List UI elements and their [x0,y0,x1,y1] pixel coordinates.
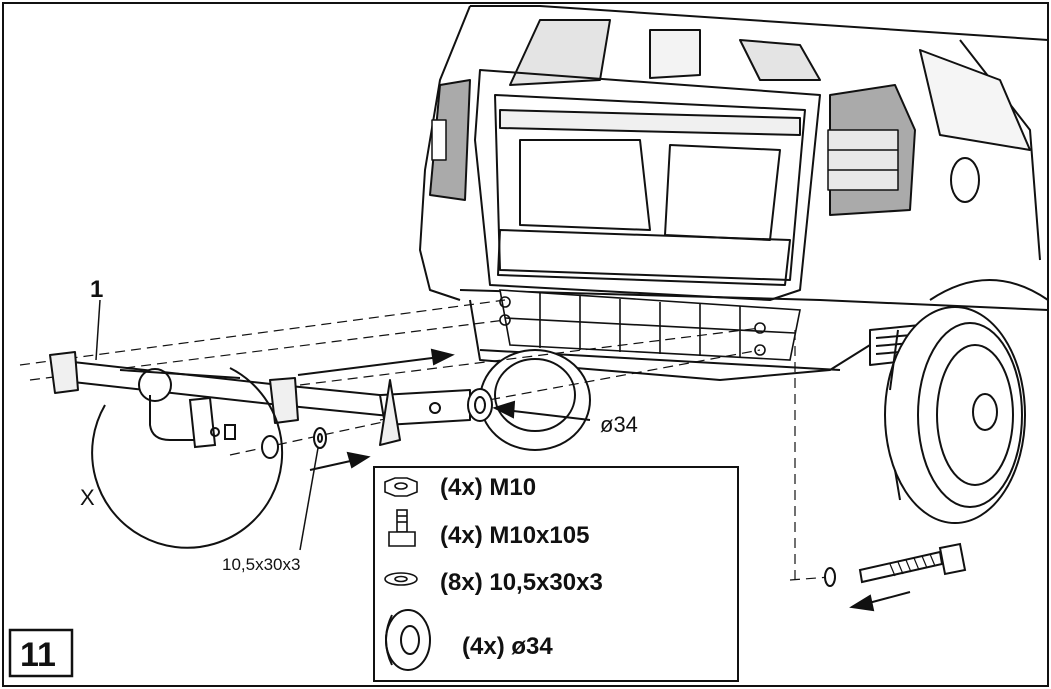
tow-bar [49,351,471,446]
large-washer-diameter-label: ø34 [600,412,638,437]
step-number: 11 [20,636,56,674]
washer-size-label: 10,5x30x3 [222,555,300,574]
parts-list-item-nut: (4x) M10 [440,474,536,501]
large-washer [467,388,493,422]
part-number-label: 1 [90,276,103,303]
chassis-frame [499,289,801,361]
parts-list-item-bolt: (4x) M10x105 [440,522,589,549]
leader-lines [95,299,319,551]
bolt-icon [388,509,416,547]
rear-wheel [884,306,1026,524]
nut-icon [384,477,418,497]
detail-label: X [80,485,95,510]
parts-list-item-large-washer: (4x) ø34 [462,633,553,660]
detail-circle [91,367,284,549]
bolt-assembly [824,542,967,587]
direction-arrows [297,348,911,612]
washer-icon [384,572,418,586]
parts-list-item-washer: (8x) 10,5x30x3 [440,569,603,596]
fasteners-left [261,427,327,459]
step-number-box [8,628,74,678]
parts-list-box [373,466,739,682]
vehicle-rear [419,5,1049,381]
spare-wheel [479,349,591,451]
large-washer-icon [385,609,431,671]
